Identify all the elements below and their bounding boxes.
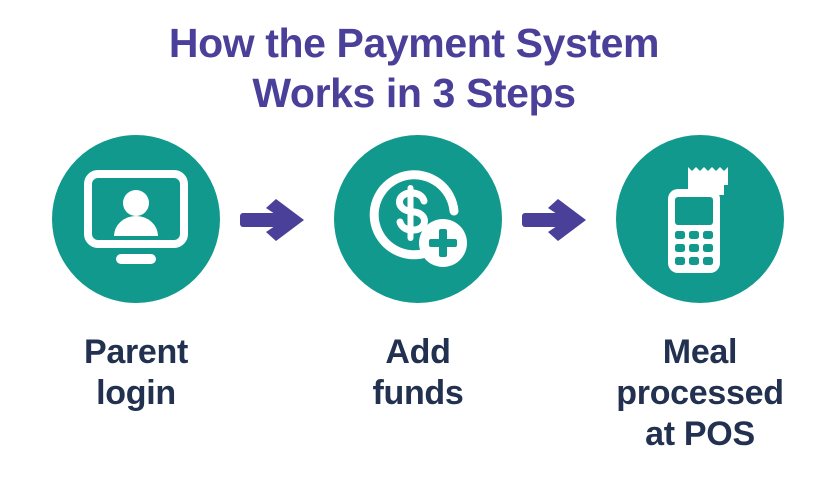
step-3-icon-container [616,135,784,303]
step-1-label-line-2: login [96,374,176,412]
step-2-label: Add funds [288,332,548,414]
step-2-label-line-1: Add [385,333,451,371]
step-3-circle [616,135,784,303]
monitor-user-icon [84,170,188,268]
step-3-label-line-3: at POS [645,415,755,453]
step-3-label-line-1: Meal [662,333,738,371]
step-labels-row: Parent login Add funds Meal processed at… [0,332,828,478]
page-title-line-2: Works in 3 Steps [252,70,576,116]
arrow-right-2-icon [522,197,588,243]
arrow-right-1-icon [240,197,306,243]
step-1-circle [52,135,220,303]
step-2-circle [334,135,502,303]
step-2-label-line-2: funds [372,374,464,412]
dollar-circle-plus-icon [366,167,470,271]
step-3-label-line-2: processed [616,374,784,412]
page-title-line-1: How the Payment System [168,20,660,66]
pos-terminal-icon [654,163,746,275]
step-1-icon-container [52,135,220,303]
step-1-label-line-1: Parent [83,333,189,371]
step-1-label: Parent login [6,332,266,414]
step-3-label: Meal processed at POS [570,332,828,455]
page-title: How the Payment System Works in 3 Steps [0,18,828,118]
steps-row [0,135,828,310]
step-2-icon-container [334,135,502,303]
